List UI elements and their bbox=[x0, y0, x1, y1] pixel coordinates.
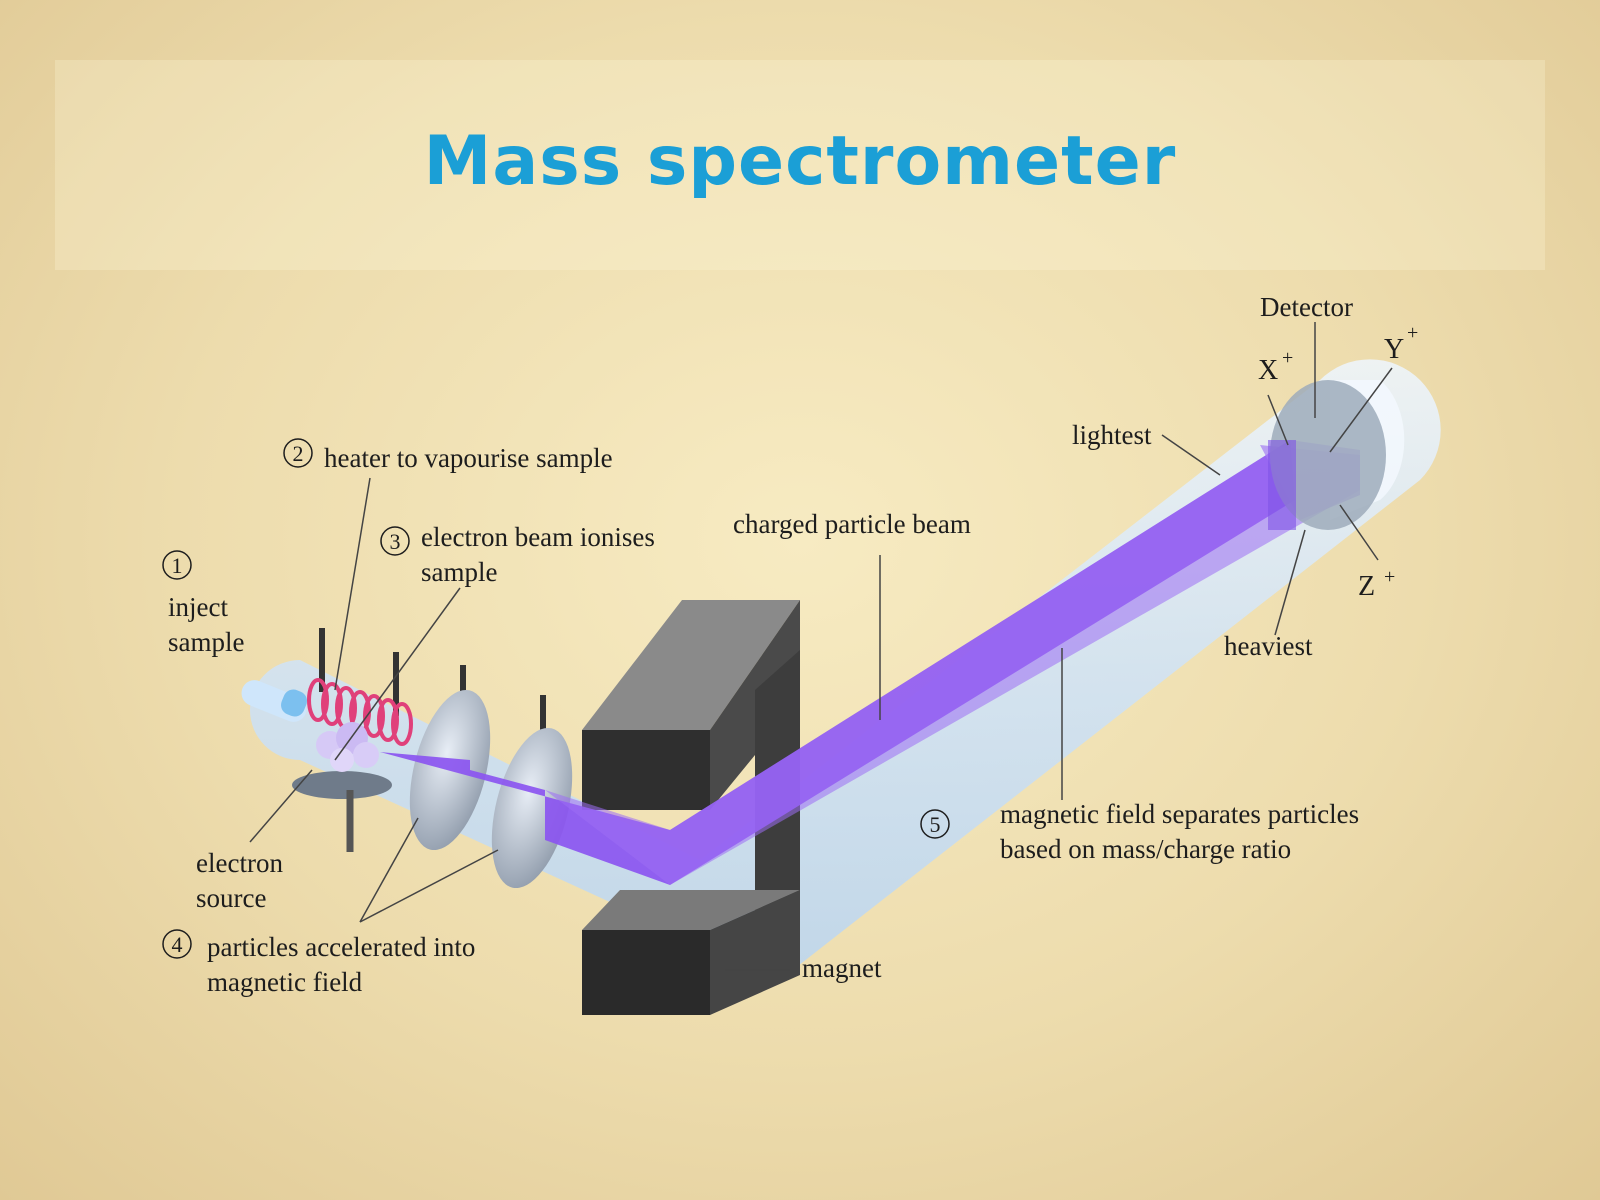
step-1-number: 1 bbox=[172, 553, 183, 578]
sample-inlet bbox=[241, 680, 307, 722]
step-4-label-line2: magnetic field bbox=[207, 967, 363, 997]
heater-coil bbox=[307, 628, 413, 746]
electron-source-label-line1: electron bbox=[196, 848, 283, 878]
magnet-label: magnet bbox=[802, 953, 882, 983]
slide-title: Mass spectrometer bbox=[423, 122, 1177, 201]
svg-text:X: X bbox=[1258, 355, 1278, 386]
svg-text:Y: Y bbox=[1384, 334, 1404, 365]
step-4-number: 4 bbox=[172, 932, 183, 957]
ion-y-label: Y + bbox=[1384, 322, 1418, 365]
step-2: 2 heater to vapourise sample bbox=[283, 438, 613, 473]
ion-x-label: X + bbox=[1258, 347, 1293, 386]
electron-source-label-line2: source bbox=[196, 883, 266, 913]
vapour-cloud bbox=[316, 722, 379, 772]
electron-source bbox=[292, 771, 392, 852]
step-2-label: heater to vapourise sample bbox=[324, 443, 613, 473]
detector-label: Detector bbox=[1260, 292, 1353, 322]
step-1-label-line1: inject bbox=[168, 592, 228, 622]
step-2-number: 2 bbox=[293, 441, 304, 466]
svg-text:+: + bbox=[1384, 566, 1395, 588]
svg-text:+: + bbox=[1282, 347, 1293, 369]
heaviest-label: heaviest bbox=[1224, 631, 1313, 661]
step-5: 5 magnetic field separates particles bas… bbox=[920, 799, 1359, 864]
charged-beam-label: charged particle beam bbox=[733, 509, 971, 539]
step-3: 3 electron beam ionises sample bbox=[380, 522, 655, 587]
step-4-label-line1: particles accelerated into bbox=[207, 932, 475, 962]
step-1: 1 inject sample bbox=[162, 550, 244, 657]
svg-text:+: + bbox=[1407, 322, 1418, 344]
magnet bbox=[582, 600, 800, 1015]
step-5-label-line1: magnetic field separates particles bbox=[1000, 799, 1359, 829]
step-1-label-line2: sample bbox=[168, 627, 244, 657]
leader-lines bbox=[249, 322, 1393, 971]
svg-text:Z: Z bbox=[1358, 571, 1375, 602]
step-3-label-line1: electron beam ionises bbox=[421, 522, 655, 552]
detector bbox=[1268, 380, 1386, 530]
step-3-number: 3 bbox=[390, 529, 401, 554]
title-band bbox=[55, 60, 1545, 270]
step-3-label-line2: sample bbox=[421, 557, 497, 587]
step-5-number: 5 bbox=[930, 812, 941, 837]
lightest-label: lightest bbox=[1072, 420, 1152, 450]
step-5-label-line2: based on mass/charge ratio bbox=[1000, 834, 1291, 864]
step-4: 4 particles accelerated into magnetic fi… bbox=[162, 929, 475, 997]
ion-z-label: Z + bbox=[1358, 566, 1395, 602]
